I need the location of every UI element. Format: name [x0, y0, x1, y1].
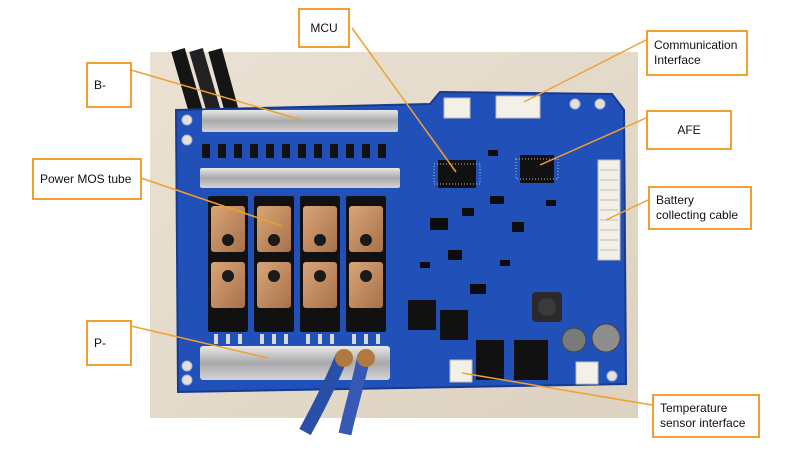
- leader-mcu: [351, 27, 457, 173]
- leader-temperature: [461, 372, 653, 406]
- leader-communication: [523, 39, 647, 103]
- afe-chip: [520, 155, 554, 183]
- callout-temperature-sensor-interface: Temperature sensor interface: [652, 394, 760, 438]
- black-cable: [171, 48, 203, 114]
- callout-power-mos-tube: Power MOS tube: [32, 158, 142, 200]
- callout-b-minus: B-: [86, 62, 132, 108]
- leader-afe: [539, 117, 647, 166]
- leader-b-minus: [130, 69, 303, 121]
- connector-small: [443, 97, 471, 119]
- communication-connector: [495, 95, 541, 119]
- power-mos-array: [208, 196, 386, 344]
- b-minus-bus: [202, 110, 398, 132]
- temperature-connector: [449, 359, 473, 383]
- label-afe: AFE: [677, 122, 701, 137]
- label-b-minus: B-: [94, 77, 106, 92]
- label-communication-interface: Communication Interface: [654, 38, 738, 67]
- callout-afe: AFE: [646, 110, 732, 150]
- label-temperature-sensor-interface: Temperature sensor interface: [660, 401, 746, 430]
- leader-power-mos: [140, 177, 283, 227]
- callout-mcu: MCU: [298, 8, 350, 48]
- label-power-mos-tube: Power MOS tube: [40, 171, 132, 186]
- label-battery-collecting-cable: Battery collecting cable: [656, 193, 739, 222]
- leader-battery-cable: [605, 199, 649, 221]
- callout-p-minus: P-: [86, 320, 132, 366]
- mcu-chip: [438, 160, 476, 188]
- leader-lines: [130, 27, 653, 406]
- callout-battery-collecting-cable: Battery collecting cable: [648, 186, 752, 230]
- capacitor: [561, 327, 587, 353]
- label-mcu: MCU: [310, 20, 338, 35]
- gate-resistors: [202, 144, 386, 158]
- callout-communication-interface: Communication Interface: [646, 30, 748, 76]
- label-p-minus: P-: [94, 335, 106, 350]
- leader-p-minus: [130, 325, 269, 359]
